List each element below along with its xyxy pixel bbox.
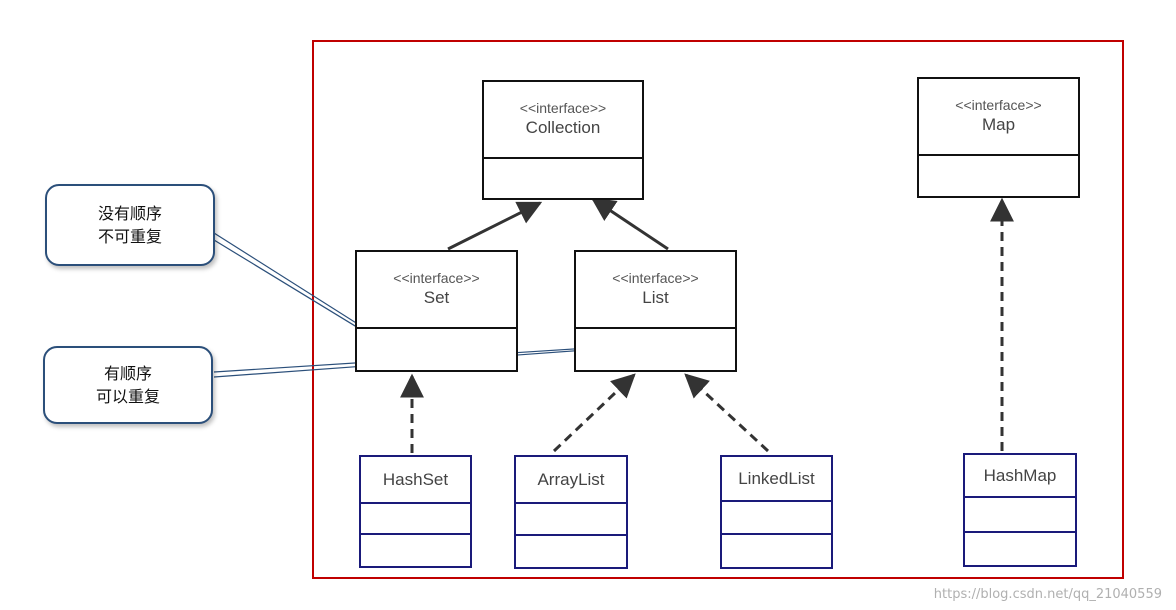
set-note-callout: 没有顺序 不可重复 (45, 184, 215, 266)
class-name: Map (981, 115, 1016, 134)
list-to-collection-arrow (591, 197, 669, 251)
arraylist-class-box: ArrayList (514, 455, 628, 569)
callout-line: 没有顺序 (97, 204, 162, 223)
methods-section (516, 536, 626, 567)
map-interface-box: <<interface>> Map (917, 77, 1080, 198)
callout-line: 有顺序 (103, 364, 152, 383)
hashset-class-box: HashSet (359, 455, 472, 568)
arraylist-to-list-arrow (552, 373, 636, 453)
watermark-text: https://blog.csdn.net/qq_21040559 (933, 587, 1162, 602)
stereotype-label: <<interface>> (393, 270, 480, 286)
class-name: Collection (525, 118, 601, 137)
list-interface-box: <<interface>> List (574, 250, 737, 372)
members-section (484, 159, 642, 198)
class-name: LinkedList (738, 468, 815, 488)
fields-section (516, 504, 626, 536)
members-section (576, 329, 735, 370)
stereotype-label: <<interface>> (612, 270, 699, 286)
diagram-frame (312, 40, 1124, 579)
linkedlist-to-list-arrow (684, 373, 770, 453)
collection-interface-box: <<interface>> Collection (482, 80, 644, 200)
set-to-collection-arrow (447, 201, 543, 251)
methods-section (722, 535, 831, 567)
stereotype-label: <<interface>> (519, 100, 607, 116)
stereotype-label: <<interface>> (955, 97, 1042, 113)
linkedlist-class-box: LinkedList (720, 455, 833, 569)
fields-section (361, 504, 470, 535)
class-name: ArrayList (537, 469, 605, 489)
fields-section (722, 502, 831, 535)
list-note-callout: 有顺序 可以重复 (43, 346, 213, 424)
class-name: HashMap (983, 465, 1057, 485)
callout-line: 可以重复 (95, 387, 160, 406)
members-section (919, 156, 1078, 196)
class-name: Set (423, 288, 450, 307)
fields-section (965, 498, 1075, 533)
methods-section (965, 533, 1075, 565)
callout-line: 不可重复 (97, 227, 162, 246)
class-name: List (642, 288, 669, 307)
set-interface-box: <<interface>> Set (355, 250, 518, 372)
class-name: HashSet (382, 469, 449, 489)
hashmap-class-box: HashMap (963, 453, 1077, 567)
methods-section (361, 535, 470, 566)
members-section (357, 329, 516, 370)
